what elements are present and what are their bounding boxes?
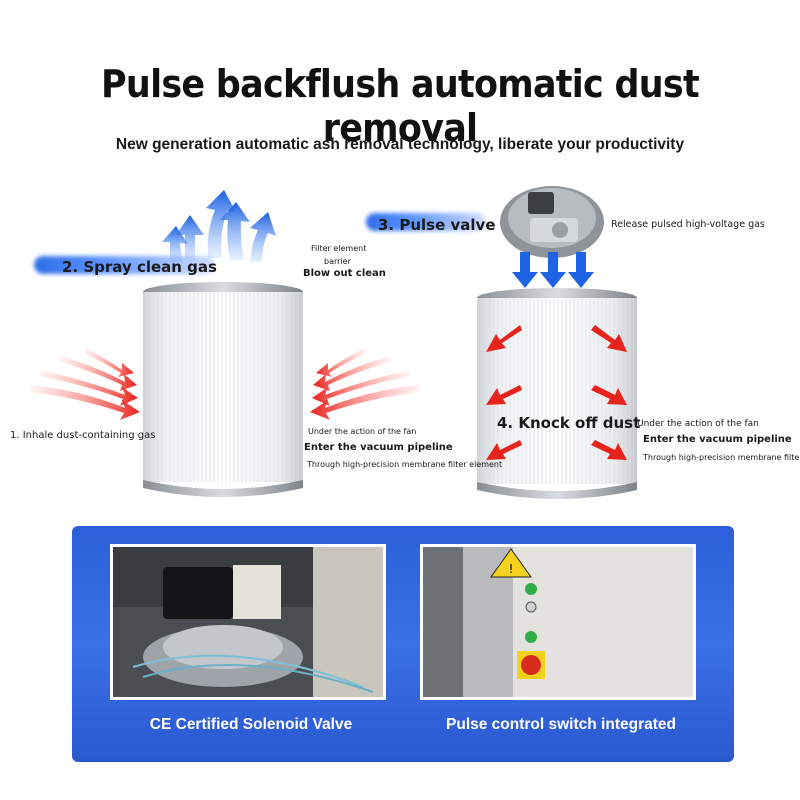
right-fan-label: Under the action of the fan xyxy=(637,419,759,429)
dust-inflow-arrows-left xyxy=(30,348,140,420)
solenoid-valve-caption: CE Certified Solenoid Valve xyxy=(149,716,353,733)
barrier-label-line2: barrier xyxy=(324,257,351,266)
step-inhale-gas: 1. Inhale dust-containing gas xyxy=(10,430,156,441)
barrier-label-line1: Filter element xyxy=(311,244,367,253)
svg-text:!: ! xyxy=(509,562,514,576)
pulse-gas-arrows xyxy=(512,252,594,288)
left-vacuum-label: Enter the vacuum pipeline xyxy=(304,442,453,453)
solenoid-valve-photo xyxy=(110,544,386,700)
step-spray-clean-gas: 2. Spray clean gas xyxy=(62,258,217,276)
solenoid-valve-image xyxy=(113,547,383,697)
left-filter-cartridge xyxy=(143,282,303,497)
control-cabinet-image: ! xyxy=(423,547,693,697)
right-membrane-label: Through high-precision membrane filter e… xyxy=(643,453,800,462)
pulse-valve-image xyxy=(500,186,604,258)
page-subtitle: New generation automatic ash removal tec… xyxy=(115,136,685,153)
blow-out-clean-label: Blow out clean xyxy=(303,268,386,279)
dust-knockoff-arrows xyxy=(486,325,627,460)
filter-diagram xyxy=(30,186,637,499)
release-gas-label: Release pulsed high-voltage gas xyxy=(611,219,765,230)
spray-label-highlight xyxy=(34,256,214,274)
control-switch-photo: ! xyxy=(420,544,696,700)
pulse-label-highlight xyxy=(366,213,486,231)
feature-panel: ! CE Certified Solenoid Valve Pulse cont… xyxy=(72,526,734,762)
dust-inflow-arrows-right xyxy=(310,348,420,420)
step-knock-off-dust: 4. Knock off dust xyxy=(497,414,641,432)
left-membrane-label: Through high-precision membrane filter e… xyxy=(307,460,503,469)
clean-gas-arrows xyxy=(162,190,276,262)
control-switch-caption: Pulse control switch integrated xyxy=(446,716,676,733)
right-vacuum-label: Enter the vacuum pipeline xyxy=(643,434,792,445)
step-pulse-valve: 3. Pulse valve xyxy=(378,216,496,234)
left-fan-label: Under the action of the fan xyxy=(308,427,417,436)
page-title: Pulse backflush automatic dust removal xyxy=(101,62,700,150)
